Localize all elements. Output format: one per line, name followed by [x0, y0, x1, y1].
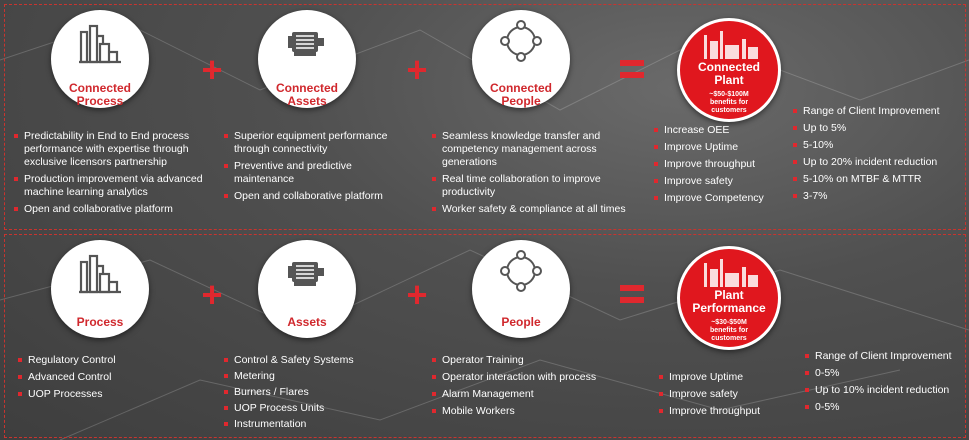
list-item: Improve Uptime — [652, 141, 782, 154]
plus-sign: + — [406, 274, 428, 315]
result-title-line2: Plant — [714, 73, 744, 87]
list-item: Control & Safety Systems — [222, 354, 412, 367]
list-item: Improve Competency — [652, 192, 782, 205]
client-improvement-header: Range of Client Improvement — [791, 105, 963, 118]
list-item: Instrumentation — [222, 418, 412, 431]
assets-label-line1: Connected — [275, 81, 338, 95]
process-label-line1: Connected — [68, 81, 131, 95]
result-benefit-value: ~$30-$50M — [711, 319, 747, 326]
list-item: Up to 5% — [791, 122, 963, 135]
list-item: Increase OEE — [652, 124, 782, 137]
result-benefit-value: ~$50-$100M — [709, 91, 749, 98]
list-item: Preventive and predictive maintenance — [222, 160, 412, 186]
people-benefits-list: Seamless knowledge transfer and competen… — [430, 130, 645, 220]
list-item: Improve safety — [652, 175, 782, 188]
list-item: 0-5% — [803, 401, 967, 414]
list-item: Seamless knowledge transfer and competen… — [430, 130, 645, 169]
people-label-line1: Connected — [489, 81, 552, 95]
plant-skyline-icon — [704, 259, 758, 287]
client-improvement-list: Range of Client Improvement Up to 5% 5-1… — [791, 105, 963, 207]
equals-sign — [620, 60, 644, 80]
plus-sign: + — [201, 49, 223, 90]
people-label-line2: People — [501, 94, 541, 108]
list-item: Open and collaborative platform — [222, 190, 412, 203]
plus-sign: + — [201, 274, 223, 315]
result-title-line1: Connected — [697, 60, 760, 74]
connected-assets-circle: Connected Assets — [258, 10, 356, 108]
connected-assets-label: Connected Assets — [258, 82, 356, 108]
list-item: Predictability in End to End process per… — [12, 130, 217, 169]
result-title-line2: Performance — [692, 301, 766, 315]
connected-plant-badge: Connected Plant ~$50-$100M benefits for … — [677, 18, 781, 122]
list-item: Improve safety — [657, 388, 787, 401]
result-benefit-line2: benefits for — [709, 327, 749, 334]
list-item: Worker safety & compliance at all times — [430, 203, 645, 216]
list-item: UOP Process Units — [222, 402, 412, 415]
people-list: Operator Training Operator interaction w… — [430, 354, 640, 422]
plant-performance-panel — [4, 234, 966, 438]
list-item: Mobile Workers — [430, 405, 640, 418]
plus-sign: + — [406, 49, 428, 90]
connected-people-circle: Connected People — [472, 10, 570, 108]
process-label: Process — [76, 315, 124, 329]
connected-plant-panel — [4, 4, 966, 230]
result-title-line1: Plant — [714, 288, 744, 302]
process-list: Regulatory Control Advanced Control UOP … — [16, 354, 196, 405]
connected-process-circle: Connected Process — [51, 10, 149, 108]
connected-process-label: Connected Process — [51, 82, 149, 108]
list-item: Superior equipment performance through c… — [222, 130, 412, 156]
assets-benefits-list: Superior equipment performance through c… — [222, 130, 412, 207]
plant-skyline-icon — [704, 31, 758, 59]
refinery-icon — [79, 24, 121, 64]
people-network-icon — [500, 20, 542, 62]
list-item: Regulatory Control — [16, 354, 196, 367]
result-benefit-line2: benefits for — [709, 99, 749, 106]
people-label: People — [501, 315, 541, 329]
list-item: Metering — [222, 370, 412, 383]
list-item: Up to 10% incident reduction — [803, 384, 967, 397]
list-item: Production improvement via advanced mach… — [12, 173, 217, 199]
list-item: Improve throughput — [652, 158, 782, 171]
list-item: 0-5% — [803, 367, 967, 380]
plant-performance-badge: Plant Performance ~$30-$50M benefits for… — [677, 246, 781, 350]
assets-label: Assets — [287, 315, 327, 329]
connected-people-label: Connected People — [472, 82, 570, 108]
improvement-list: Improve Uptime Improve safety Improve th… — [657, 371, 787, 422]
refinery-icon — [79, 254, 121, 294]
result-benefit-line3: customers — [711, 107, 747, 114]
improvement-list: Increase OEE Improve Uptime Improve thro… — [652, 124, 782, 209]
assets-circle: Assets — [258, 240, 356, 338]
list-item: Real time collaboration to improve produ… — [430, 173, 645, 199]
list-item: Operator interaction with process — [430, 371, 640, 384]
process-benefits-list: Predictability in End to End process per… — [12, 130, 217, 220]
list-item: 5-10% on MTBF & MTTR — [791, 173, 963, 186]
motor-icon — [288, 32, 324, 56]
list-item: Open and collaborative platform — [12, 203, 217, 216]
assets-label-line2: Assets — [287, 94, 327, 108]
motor-icon — [288, 262, 324, 286]
client-improvement-list: Range of Client Improvement 0-5% Up to 1… — [803, 350, 967, 418]
list-item: Advanced Control — [16, 371, 196, 384]
list-item: UOP Processes — [16, 388, 196, 401]
result-benefit-line3: customers — [711, 335, 747, 342]
assets-list: Control & Safety Systems Metering Burner… — [222, 354, 412, 434]
people-network-icon — [500, 250, 542, 292]
process-label-line2: Process — [76, 94, 124, 108]
list-item: Alarm Management — [430, 388, 640, 401]
process-circle: Process — [51, 240, 149, 338]
client-improvement-header: Range of Client Improvement — [803, 350, 967, 363]
list-item: Operator Training — [430, 354, 640, 367]
list-item: Up to 20% incident reduction — [791, 156, 963, 169]
list-item: 5-10% — [791, 139, 963, 152]
people-circle: People — [472, 240, 570, 338]
list-item: Improve Uptime — [657, 371, 787, 384]
list-item: 3-7% — [791, 190, 963, 203]
list-item: Burners / Flares — [222, 386, 412, 399]
list-item: Improve throughput — [657, 405, 787, 418]
equals-sign — [620, 285, 644, 305]
